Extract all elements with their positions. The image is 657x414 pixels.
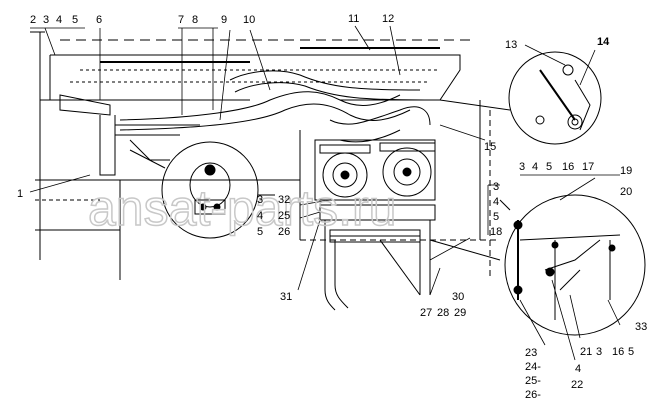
callout-11: 11	[348, 13, 359, 25]
callout-10: 10	[243, 14, 255, 26]
callout-24: 24-	[525, 361, 541, 373]
callout-16-top: 16	[562, 161, 574, 173]
callout-19: 19	[620, 165, 632, 177]
callout-21: 21	[580, 346, 592, 358]
callout-8: 8	[192, 14, 198, 26]
callout-4-right: 4	[532, 161, 538, 173]
callout-27: 27	[420, 307, 432, 319]
callout-14: 14	[597, 36, 610, 48]
callout-23: 23	[525, 347, 537, 359]
callout-29: 29	[454, 307, 466, 319]
callout-26: 26	[278, 226, 290, 238]
callout-5-bottom: 5	[628, 346, 634, 358]
callout-28: 28	[437, 307, 449, 319]
callout-16-bottom: 16	[612, 346, 624, 358]
callout-7: 7	[178, 14, 184, 26]
callout-17: 17	[582, 161, 594, 173]
callout-30: 30	[452, 291, 464, 303]
callout-26-bottom: 26-	[525, 389, 541, 401]
callout-18: 18	[490, 226, 502, 238]
watermark: ansat-parts.ru	[88, 180, 396, 236]
callout-5-left: 5	[257, 226, 263, 238]
callout-12: 12	[382, 13, 394, 25]
fan-motor-block	[314, 139, 436, 243]
callout-22: 22	[571, 379, 583, 391]
detail-sensor-top-right	[439, 51, 602, 145]
callout-5: 5	[72, 14, 78, 26]
callout-31: 31	[280, 291, 292, 303]
callout-15: 15	[484, 141, 496, 153]
chassis-frame	[30, 31, 501, 280]
leader-lines	[29, 25, 621, 361]
callout-4-left: 4	[257, 210, 263, 222]
callout-4: 4	[56, 14, 62, 26]
callout-33: 33	[635, 321, 647, 333]
callout-1: 1	[17, 188, 23, 200]
callout-3: 3	[43, 14, 49, 26]
callout-3-left: 3	[257, 194, 263, 206]
callout-5-right: 5	[546, 161, 552, 173]
hopper-body	[40, 39, 470, 101]
callout-13: 13	[505, 39, 517, 51]
callout-5-mid: 5	[493, 211, 499, 223]
callout-25: 25	[278, 210, 290, 222]
callout-32: 32	[278, 194, 290, 206]
callout-labels: 2 3 4 5 6 7 8 9 10 11 12 13 14 15 1 3 4 …	[17, 13, 647, 401]
support-legs	[324, 239, 431, 311]
hoses	[119, 70, 431, 143]
callout-4-mid: 4	[493, 196, 499, 208]
callout-25-bottom: 25-	[525, 375, 541, 387]
callout-3-bottom: 3	[596, 346, 602, 358]
callout-3-mid: 3	[493, 181, 499, 193]
detail-bracket-bottom-right	[499, 194, 646, 336]
callout-6: 6	[96, 14, 102, 26]
pipe-left	[59, 94, 200, 176]
callout-2: 2	[30, 14, 36, 26]
callout-3-right: 3	[519, 161, 525, 173]
detail-clamp-left	[129, 141, 275, 239]
callout-4-bottom: 4	[575, 363, 581, 375]
callout-9: 9	[221, 14, 227, 26]
callout-20: 20	[620, 186, 632, 198]
